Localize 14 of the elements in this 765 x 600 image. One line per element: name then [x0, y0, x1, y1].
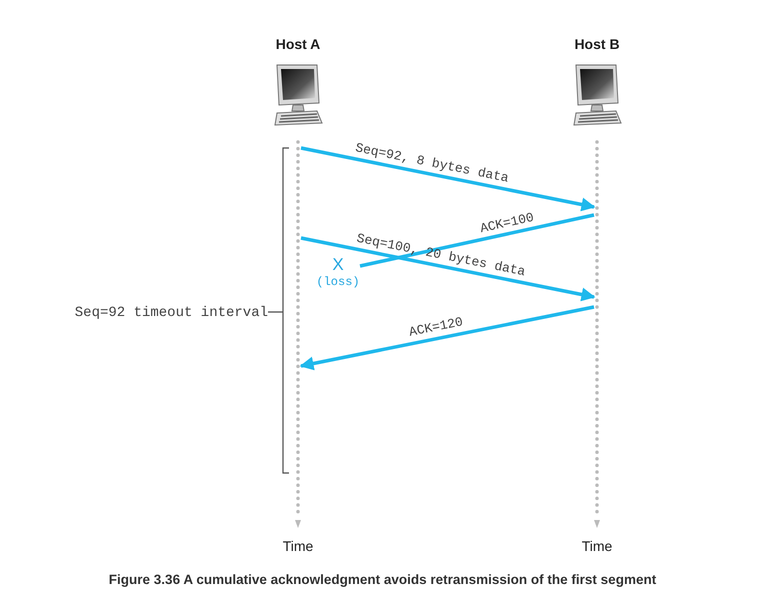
message-arrow: [300, 146, 596, 212]
host-label: Host B: [574, 35, 620, 54]
loss-label: (loss): [316, 274, 360, 290]
message-arrow: [300, 236, 596, 302]
figure-caption: Figure 3.36 A cumulative acknowledgment avoids retransmission of the first segment: [108, 571, 658, 589]
timeout-interval-label: Seq=92 timeout interval: [74, 304, 268, 323]
time-label: Time: [282, 537, 314, 556]
edge-label: ACK=100: [479, 209, 536, 236]
time-label: Time: [582, 537, 612, 556]
edge-label: ACK=120: [408, 314, 465, 340]
message-arrow: [300, 305, 594, 370]
host-label: Host A: [276, 35, 320, 54]
loss-x: X: [332, 256, 344, 274]
edge-label: Seq=92, 8 bytes data: [354, 140, 510, 186]
